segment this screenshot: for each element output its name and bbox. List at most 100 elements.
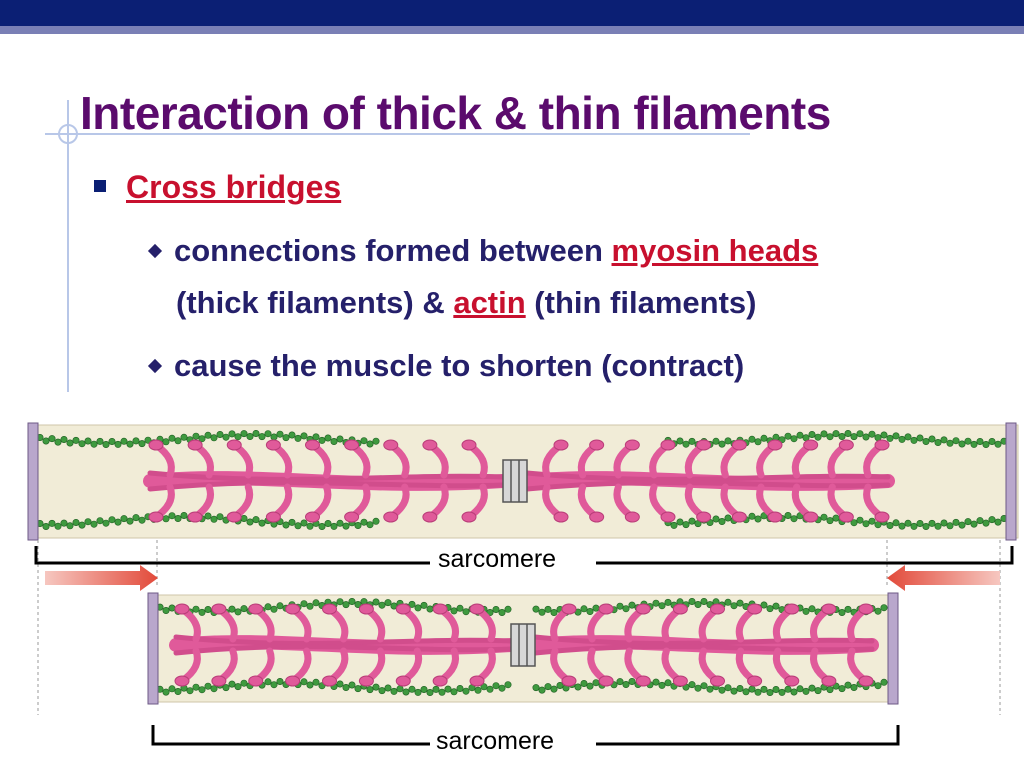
actin-bead (234, 433, 242, 441)
sarcomere-label-top: sarcomere (436, 545, 559, 574)
actin-bead (372, 437, 380, 445)
actin-bead (228, 430, 236, 438)
actin-bead (922, 437, 930, 445)
actin-bead (550, 685, 558, 693)
actin-bead (970, 440, 978, 448)
actin-bead (120, 515, 128, 523)
actin-bead (586, 608, 594, 616)
square-bullet-icon (94, 180, 106, 192)
actin-bead (96, 437, 104, 445)
myosin-head (383, 439, 399, 451)
actin-bead (216, 430, 224, 438)
actin-bead (204, 512, 212, 520)
actin-bead (910, 522, 918, 530)
actin-bead (162, 438, 170, 446)
actin-bead (700, 598, 708, 606)
actin-bead (922, 523, 930, 531)
myosin-head (265, 511, 281, 523)
actin-bead (402, 688, 410, 696)
myosin-backbone (173, 644, 514, 656)
actin-bead (96, 517, 104, 525)
actin-bead (982, 519, 990, 527)
actin-bead (240, 605, 248, 613)
actin-bead (850, 683, 858, 691)
actin-bead (102, 440, 110, 448)
actin-bead (982, 440, 990, 448)
actin-bead (796, 431, 804, 439)
actin-bead (616, 602, 624, 610)
m-line (502, 459, 528, 503)
myosin-head (248, 603, 264, 615)
myosin-head (589, 511, 605, 523)
actin-bead (276, 430, 284, 438)
actin-bead (742, 688, 750, 696)
actin-bead (354, 601, 362, 609)
actin-bead (198, 686, 206, 694)
actin-bead (856, 516, 864, 524)
actin-bead (880, 678, 888, 686)
actin-bead (898, 435, 906, 443)
myosin-head (710, 675, 725, 687)
term-cross-bridges: Cross bridges (126, 169, 342, 205)
actin-bead (724, 437, 732, 445)
actin-bead (330, 522, 338, 530)
actin-bead (264, 603, 272, 611)
actin-bead (336, 598, 344, 606)
actin-bead (240, 430, 248, 438)
term-myosin-heads: myosin heads (611, 233, 819, 268)
myosin-head (469, 603, 485, 615)
actin-bead (312, 678, 320, 686)
myosin-head (635, 675, 651, 687)
actin-bead (120, 437, 128, 445)
actin-bead (550, 609, 558, 617)
actin-bead (78, 440, 86, 448)
actin-bead (802, 687, 810, 695)
actin-bead (138, 440, 146, 448)
myosin-head (432, 675, 448, 687)
actin-bead (928, 519, 936, 527)
myosin-head (803, 511, 819, 523)
actin-bead (718, 440, 726, 448)
myosin-head (710, 603, 725, 615)
actin-bead (342, 683, 350, 691)
myosin-head (432, 603, 448, 615)
actin-bead (450, 688, 458, 696)
z-disc (27, 422, 39, 541)
myosin-head (672, 675, 688, 687)
actin-bead (312, 599, 320, 607)
actin-bead (288, 518, 296, 526)
myosin-head (874, 439, 890, 451)
myosin-head (285, 675, 301, 687)
decorative-guide-line (67, 100, 69, 392)
actin-bead (850, 519, 858, 527)
actin-bead (976, 517, 984, 525)
actin-bead (168, 434, 176, 442)
actin-bead (628, 601, 636, 609)
actin-bead (204, 431, 212, 439)
actin-bead (916, 520, 924, 528)
actin-bead (54, 522, 62, 530)
actin-bead (898, 522, 906, 530)
actin-bead (808, 605, 816, 613)
actin-bead (252, 430, 260, 438)
actin-bead (892, 519, 900, 527)
actin-bead (682, 440, 690, 448)
slide-title: Interaction of thick & thin filaments (80, 87, 831, 139)
actin-bead (492, 606, 500, 614)
actin-bead (718, 518, 726, 526)
myosin-head (248, 675, 264, 687)
actin-bead (348, 598, 356, 606)
myosin-head (784, 675, 800, 687)
actin-bead (282, 521, 290, 529)
actin-bead (258, 433, 266, 441)
actin-bead (880, 604, 888, 612)
actin-bead (760, 685, 768, 693)
actin-bead (252, 516, 260, 524)
actin-bead (676, 437, 684, 445)
actin-bead (682, 521, 690, 529)
actin-bead (766, 605, 774, 613)
actin-bead (760, 434, 768, 442)
actin-bead (462, 608, 470, 616)
actin-bead (276, 677, 284, 685)
sarcomere-diagram (27, 422, 1019, 746)
